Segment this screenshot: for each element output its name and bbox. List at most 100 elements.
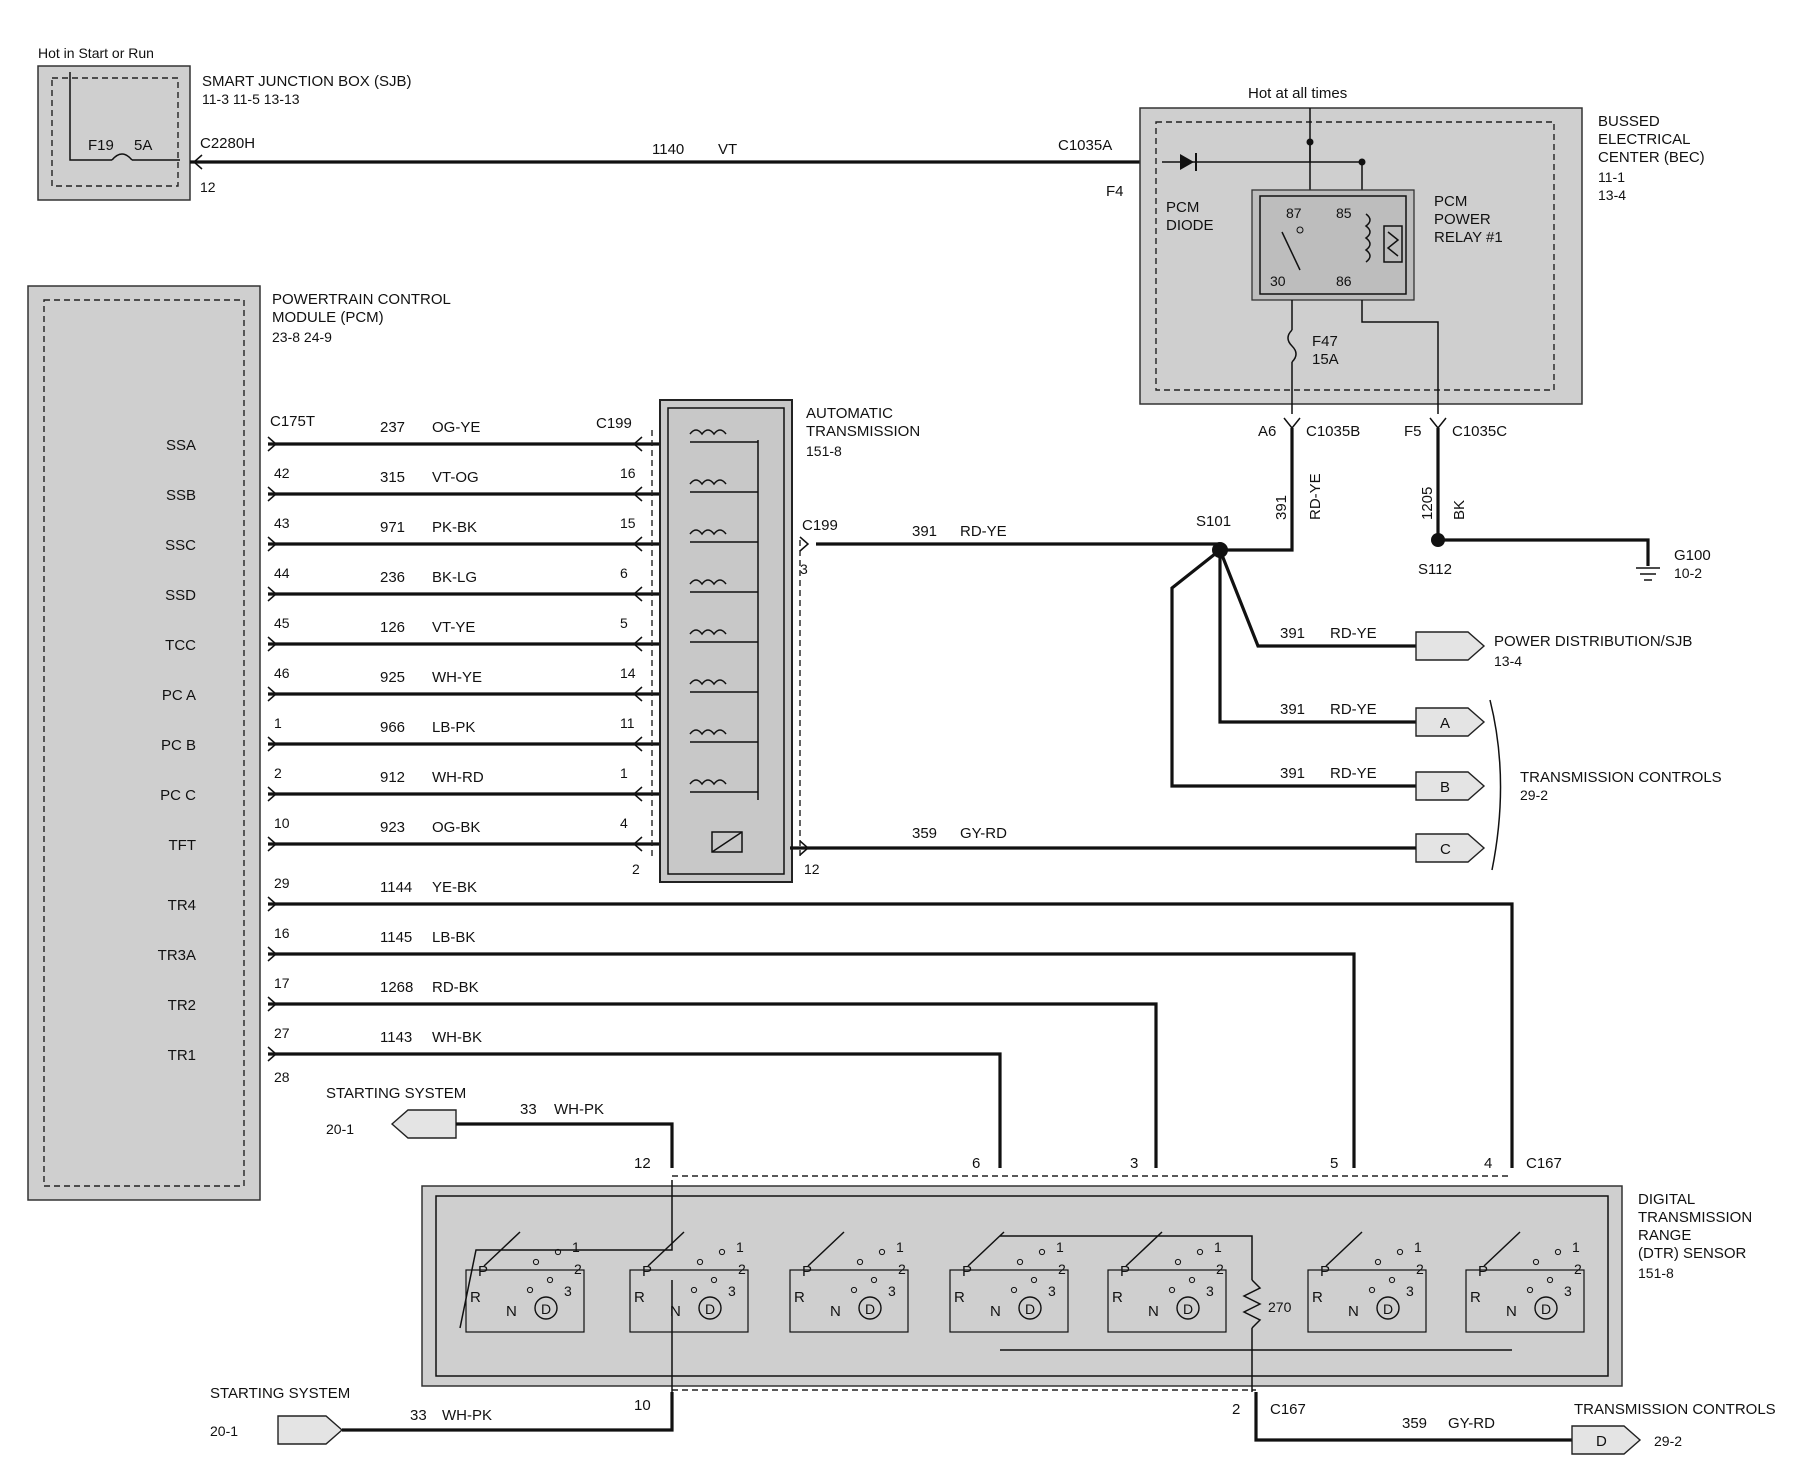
wire-number: 237	[380, 419, 405, 436]
trans-pin-number: 16	[620, 465, 636, 481]
solenoid-coil-icon	[689, 479, 758, 493]
c2280h-label: C2280H	[200, 135, 255, 152]
dtr-position-number: 3	[1048, 1283, 1056, 1299]
relay-label-2: POWER	[1434, 211, 1491, 228]
dtr-position-label: D	[541, 1301, 551, 1317]
c2280h-pin: 12	[200, 179, 216, 195]
wire-color: PK-BK	[432, 519, 477, 536]
wire-391-pd-number: 391	[1280, 625, 1305, 642]
wire-359-dtr-number: 359	[1402, 1415, 1427, 1432]
wire-number: 912	[380, 769, 405, 786]
dtr-position-label: P	[1478, 1263, 1488, 1280]
wire-color: OG-YE	[432, 419, 480, 436]
tag-a-label: A	[1440, 715, 1450, 732]
pcm-inner-dashed	[43, 299, 245, 1187]
trans-ref: 151-8	[806, 443, 842, 459]
pcm-pin-number: 16	[274, 925, 290, 941]
dtr-position-number: 3	[888, 1283, 896, 1299]
wire-33-top	[456, 1122, 674, 1168]
wire-391-b-number: 391	[1280, 765, 1305, 782]
dtr-position-number: 1	[896, 1239, 904, 1255]
wire-33-top-color: WH-PK	[554, 1101, 604, 1118]
dtr-title-2: TRANSMISSION	[1638, 1209, 1752, 1226]
hot-all-times-label: Hot at all times	[1248, 85, 1347, 102]
trans-pin-number: 15	[620, 515, 636, 531]
pcm-pin-number: 45	[274, 615, 290, 631]
wire-color: LB-BK	[432, 929, 475, 946]
wire-1140-color: VT	[718, 141, 737, 158]
trans-title-2: TRANSMISSION	[806, 423, 920, 440]
dtr-position-number: 3	[564, 1283, 572, 1299]
tag-c-label: C	[1440, 841, 1451, 858]
trans-pin-arrow	[632, 686, 643, 702]
wire-number: 236	[380, 569, 405, 586]
trans-pin-number: 5	[620, 615, 628, 631]
wire-ground	[1438, 538, 1650, 566]
fuse-f19-rating: 5A	[134, 137, 152, 154]
pcm-pin-number: 1	[274, 715, 282, 731]
wire-1144-tr4	[268, 902, 1514, 1168]
dtr-inner	[435, 1195, 1609, 1377]
solenoid-coil-icon	[689, 629, 758, 643]
wire-391-bec	[1220, 428, 1294, 552]
wire-33-bottom-number: 33	[410, 1407, 427, 1424]
trans-controls-bottom-label: TRANSMISSION CONTROLS	[1574, 1401, 1776, 1418]
c1035c-label: C1035C	[1452, 423, 1507, 440]
pcm-pin-number: 44	[274, 565, 290, 581]
dtr-title-1: DIGITAL	[1638, 1191, 1695, 1208]
pcm-pin-label: TR4	[168, 897, 196, 914]
trans-pin-3: 3	[800, 561, 808, 577]
fuse-f19-symbol	[111, 153, 133, 161]
wire-33-bottom-color: WH-PK	[442, 1407, 492, 1424]
solenoid-coil-icon	[689, 579, 758, 593]
sjb-title: SMART JUNCTION BOX (SJB)	[202, 73, 411, 90]
dtr-position-label: D	[865, 1301, 875, 1317]
wire-359-number: 359	[912, 825, 937, 842]
trans-pin-2: 2	[632, 861, 640, 877]
solenoid-coil-icon	[689, 679, 758, 693]
pcm-title-2: MODULE (PCM)	[272, 309, 384, 326]
pcm-pin-label: SSD	[165, 587, 196, 604]
trans-pin-arrow	[632, 836, 643, 852]
pcm-pin-number: 27	[274, 1025, 290, 1041]
dtr-position-label: P	[1120, 1263, 1130, 1280]
c167-top-label: C167	[1526, 1155, 1562, 1172]
wire-391-vert-number: 391	[1273, 495, 1290, 520]
dtr-position-label: D	[1383, 1301, 1393, 1317]
relay-pin-85: 85	[1336, 205, 1352, 221]
wire-color: YE-BK	[432, 879, 477, 896]
bec-title-1: BUSSED	[1598, 113, 1660, 130]
c167-bottom-label: C167	[1270, 1401, 1306, 1418]
wire-391-a-number: 391	[1280, 701, 1305, 718]
wire-number: 1144	[380, 879, 412, 896]
tag-starting-top	[390, 1109, 457, 1139]
trans-pin-arrow	[632, 786, 643, 802]
dtr-position-number: 1	[1572, 1239, 1580, 1255]
wire-number: 1143	[380, 1029, 412, 1046]
trans-pin-arrow	[632, 586, 643, 602]
pcm-pin-label: TR3A	[158, 947, 196, 964]
wire-33-bottom	[342, 1392, 674, 1432]
pcm-pin-number: 42	[274, 465, 290, 481]
pcm-pin-number: 29	[274, 875, 290, 891]
trans-controls-bottom-ref: 29-2	[1654, 1433, 1682, 1449]
tag-c	[1415, 833, 1486, 863]
wire-391-a-color: RD-YE	[1330, 701, 1377, 718]
trans-pin-number: 14	[620, 665, 636, 681]
pcm-pin-number: 46	[274, 665, 290, 681]
pcm-pin-number: 43	[274, 515, 290, 531]
dtr-pin-10: 10	[634, 1397, 651, 1414]
arrow-tft-out	[799, 840, 810, 856]
pcm-diode-label-1: PCM	[1166, 199, 1199, 216]
c1035a-label: C1035A	[1058, 137, 1112, 154]
dtr-position-number: 2	[1574, 1261, 1582, 1277]
dtr-pin-4: 4	[1484, 1155, 1492, 1172]
pcm-pin-label: TCC	[165, 637, 196, 654]
dtr-position-number: 1	[1056, 1239, 1064, 1255]
wire-391-b	[1170, 548, 1416, 788]
wire-1145-tr3a	[268, 952, 1356, 1168]
